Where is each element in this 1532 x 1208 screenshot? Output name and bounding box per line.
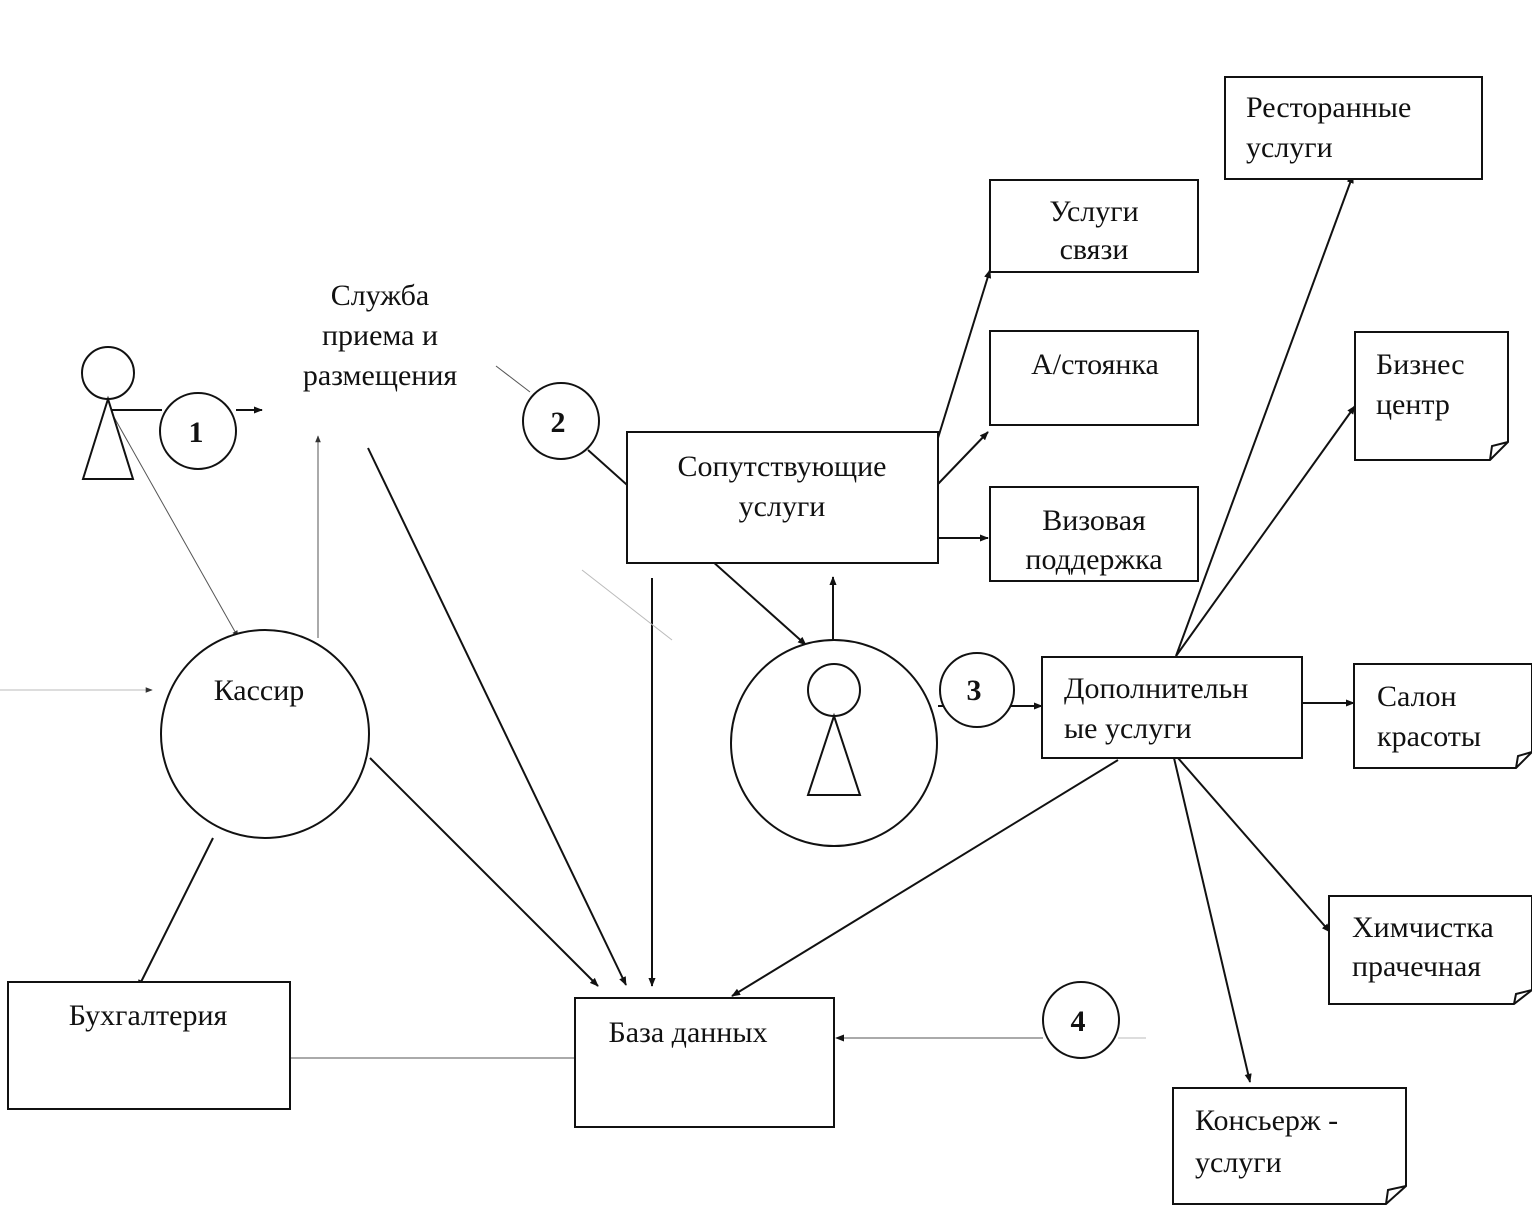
restaurant-line-1: Ресторанные	[1246, 91, 1411, 124]
cashier-node: Кассир	[160, 629, 370, 839]
connectors	[0, 174, 1356, 1083]
communication-box: Услуги связи	[989, 179, 1199, 273]
reception-line-2: приема и	[322, 319, 438, 352]
marker-3-label: 3	[967, 674, 982, 707]
database-box: База данных	[574, 997, 835, 1128]
business-center-line-2: центр	[1376, 388, 1450, 421]
business-center-line-1: Бизнес	[1376, 348, 1465, 381]
additional-services-line-2: ые услуги	[1064, 712, 1192, 745]
concierge-box: Консьерж - услуги	[1172, 1087, 1407, 1205]
communication-line-1: Услуги	[1049, 195, 1138, 228]
parking-label: А/стоянка	[1031, 348, 1159, 381]
accounting-box: Бухгалтерия	[7, 981, 291, 1110]
reception-line-3: размещения	[303, 359, 458, 392]
guest-actor-icon	[81, 346, 135, 480]
additional-services-box: Дополнительн ые услуги	[1041, 656, 1303, 759]
marker-2-label: 2	[551, 406, 566, 439]
beauty-salon-box: Салон красоты	[1353, 663, 1532, 769]
communication-line-2: связи	[1060, 233, 1129, 266]
accounting-label: Бухгалтерия	[69, 999, 228, 1032]
cashier-label: Кассир	[214, 674, 305, 707]
concierge-line-1: Консьерж -	[1195, 1104, 1338, 1137]
visa-line-2: поддержка	[1025, 543, 1162, 576]
restaurant-box: Ресторанные услуги	[1224, 76, 1483, 180]
dry-cleaning-line-1: Химчистка	[1352, 911, 1494, 944]
dry-cleaning-line-2: прачечная	[1352, 950, 1481, 983]
business-center-box: Бизнес центр	[1354, 331, 1509, 461]
database-label: База данных	[608, 1016, 767, 1049]
marker-4: 4	[1042, 981, 1120, 1059]
visa-line-1: Визовая	[1042, 504, 1146, 537]
restaurant-line-2: услуги	[1246, 131, 1333, 164]
marker-3: 3	[939, 652, 1015, 728]
marker-1-label: 1	[189, 416, 204, 449]
marker-1: 1	[159, 392, 237, 470]
concierge-line-2: услуги	[1195, 1146, 1282, 1179]
reception-service: Служба приема и размещения	[303, 279, 458, 392]
dry-cleaning-box: Химчистка прачечная	[1328, 895, 1532, 1005]
additional-services-line-1: Дополнительн	[1064, 672, 1248, 705]
related-services-box: Сопутствующие услуги	[626, 431, 939, 564]
related-services-line-1: Сопутствующие	[678, 450, 887, 483]
marker-4-label: 4	[1071, 1005, 1086, 1038]
beauty-salon-line-1: Салон	[1377, 680, 1457, 713]
visa-box: Визовая поддержка	[989, 486, 1199, 582]
parking-box: А/стоянка	[989, 330, 1199, 426]
reception-line-1: Служба	[331, 279, 430, 312]
beauty-salon-line-2: красоты	[1377, 720, 1481, 753]
marker-2: 2	[522, 382, 600, 460]
staff-node	[730, 639, 938, 847]
related-services-line-2: услуги	[739, 490, 826, 523]
